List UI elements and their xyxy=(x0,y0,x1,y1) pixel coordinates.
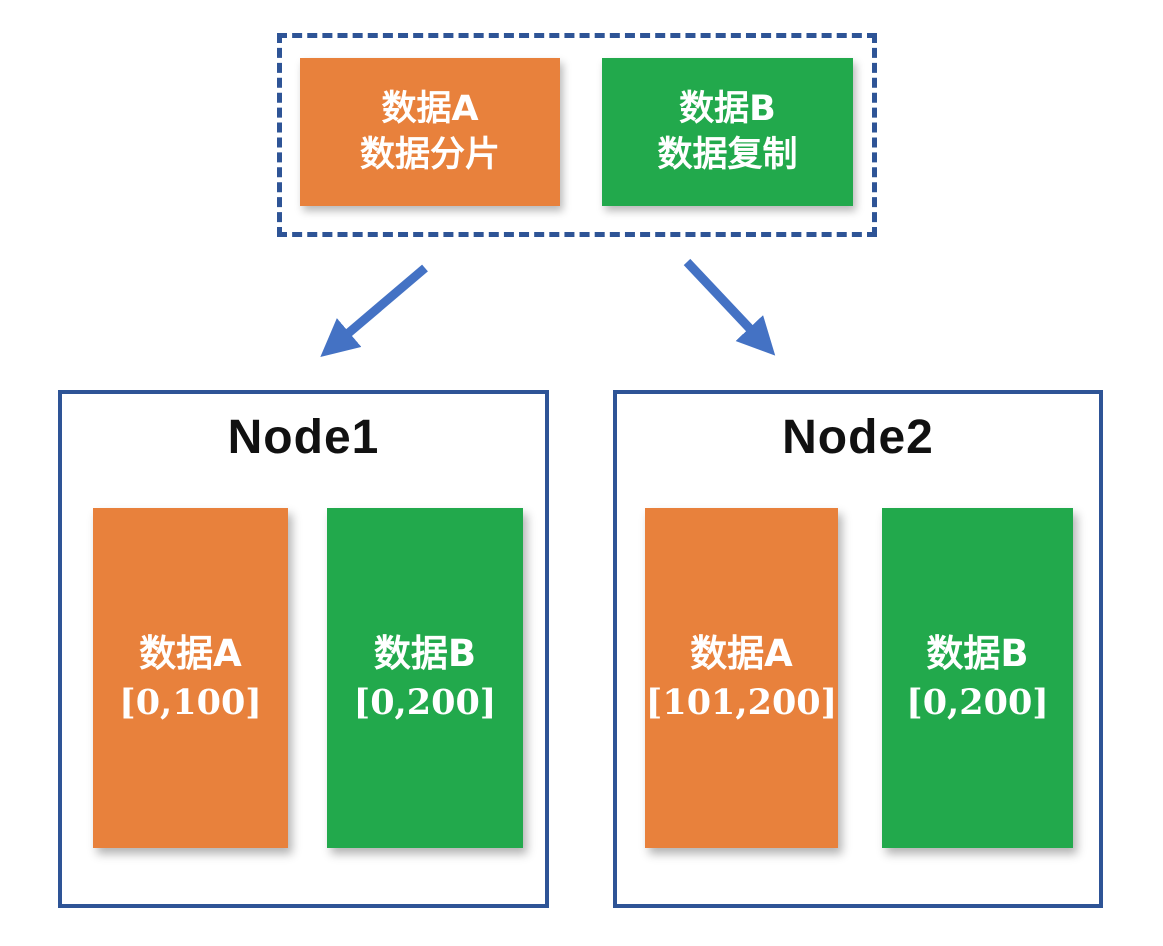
node1-data-a-range: [0,100] xyxy=(119,682,262,724)
node2-data-b-range: [0,200] xyxy=(906,682,1049,724)
arrow-to-node1-icon xyxy=(320,264,428,357)
node2-data-a-label: 数据A xyxy=(690,632,793,675)
node2-title: Node2 xyxy=(782,411,934,464)
data-source-group: 数据A 数据分片 数据B 数据复制 xyxy=(277,33,877,237)
node1-title: Node1 xyxy=(227,411,380,464)
data-b-label: 数据B xyxy=(679,88,776,129)
node2-data-a-range: [101,200] xyxy=(645,682,838,724)
node1-data-a-label: 数据A xyxy=(139,632,242,675)
data-a-sharding-label: 数据分片 xyxy=(359,135,500,175)
node1-box: Node1 数据A [0,100] 数据B [0,200] xyxy=(58,390,549,908)
node1-data-b-block: 数据B [0,200] xyxy=(327,508,523,848)
node1-data-b-label: 数据B xyxy=(373,632,477,675)
node2-data-b-block: 数据B [0,200] xyxy=(882,508,1073,848)
node1-data-a-block: 数据A [0,100] xyxy=(93,508,288,848)
data-a-label: 数据A xyxy=(381,88,479,129)
node2-data-a-block: 数据A [101,200] xyxy=(645,508,838,848)
data-b-replication-box: 数据B 数据复制 xyxy=(602,58,853,206)
node1-data-b-range: [0,200] xyxy=(353,682,497,724)
arrow-to-node2-icon xyxy=(683,258,776,356)
data-b-replication-label: 数据复制 xyxy=(657,135,798,175)
node2-data-b-label: 数据B xyxy=(926,632,1029,675)
node2-box: Node2 数据A [101,200] 数据B [0,200] xyxy=(613,390,1103,908)
data-a-shard-box: 数据A 数据分片 xyxy=(300,58,560,206)
